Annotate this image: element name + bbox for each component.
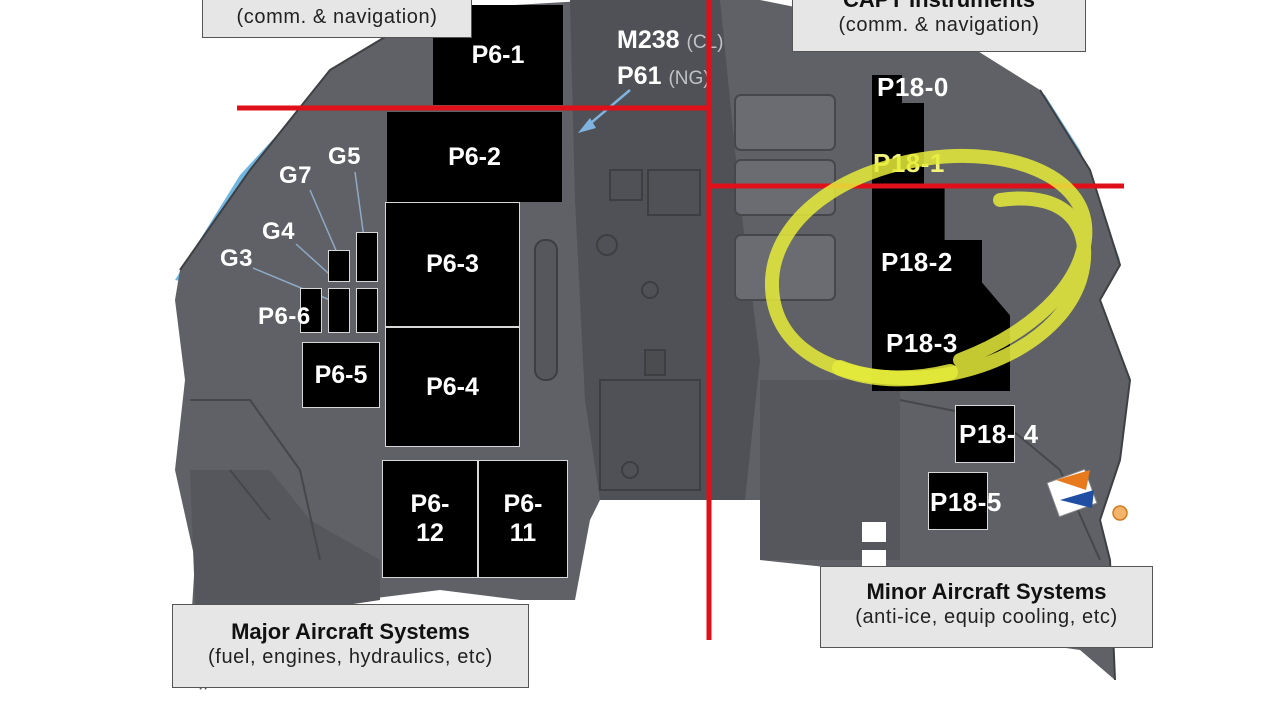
p6-6-label: P6-6	[258, 303, 311, 330]
instrument-display	[734, 234, 836, 301]
m238-text: M238	[617, 26, 680, 54]
p18-4-label: P18- 4	[959, 419, 1039, 449]
m238-note: (CL)	[686, 32, 724, 53]
panel-p6-4[interactable]: P6-4	[385, 327, 520, 447]
callout-major-title: Major Aircraft Systems	[231, 619, 470, 644]
pedestal-knob	[596, 234, 618, 256]
g4-label: G4	[262, 218, 296, 245]
step-light	[862, 522, 886, 542]
cockpit-outline	[179, 9, 1132, 681]
pedestal-knob	[621, 461, 639, 479]
g-breaker-box[interactable]	[328, 250, 350, 282]
panel-p6-4-label: P6-4	[426, 372, 479, 401]
step-light	[862, 550, 886, 568]
panel-p6-12[interactable]: P6- 12	[382, 460, 478, 578]
orange-indicator-icon	[1112, 505, 1128, 521]
instrument-display	[734, 94, 836, 151]
pedestal-detail	[644, 349, 666, 376]
p18-0-label: P18-0	[877, 72, 949, 102]
callout-major-systems: Major Aircraft Systems (fuel, engines, h…	[172, 604, 529, 688]
panel-p6-2-label: P6-2	[448, 142, 501, 171]
p18-2-label: P18-2	[881, 247, 953, 277]
panel-p18-0[interactable]	[872, 75, 902, 103]
panel-p6-12-label: P6- 12	[410, 490, 450, 547]
g-breaker-box[interactable]	[328, 288, 350, 333]
panel-p6-5-label: P6-5	[314, 360, 368, 389]
frame-line	[899, 399, 1101, 561]
panel-p6-11-label: P6- 11	[503, 490, 543, 547]
p61-text: P61	[617, 62, 662, 90]
panel-p6-3[interactable]: P6-3	[385, 202, 520, 327]
callout-major-sub: (fuel, engines, hydraulics, etc)	[208, 646, 493, 668]
pedestal-detail	[599, 379, 701, 491]
g-breaker-box[interactable]	[300, 288, 322, 333]
g5-label: G5	[328, 143, 362, 170]
p61-label: P61 (NG)	[617, 62, 710, 91]
callout-capt-instruments: CAPT Instruments (comm. & navigation)	[792, 0, 1086, 52]
p18-1-label: P18-1	[873, 148, 945, 178]
p61-note: (NG)	[668, 68, 710, 89]
g-breaker-box[interactable]	[356, 288, 378, 333]
g3-label: G3	[220, 245, 254, 272]
instrument-display	[734, 159, 836, 216]
callout-fo-instruments: (comm. & navigation)	[202, 0, 472, 38]
panel-p6-5[interactable]: P6-5	[302, 342, 380, 408]
pedestal-detail	[647, 169, 701, 216]
callout-fo-sub: (comm. & navigation)	[236, 6, 438, 28]
callout-minor-systems: Minor Aircraft Systems (anti-ice, equip …	[820, 566, 1153, 648]
p18-3-label: P18-3	[886, 328, 958, 358]
panel-p6-3-label: P6-3	[426, 250, 479, 279]
panel-p6-2[interactable]: P6-2	[387, 112, 562, 202]
panel-p18-5[interactable]	[928, 472, 988, 530]
center-pedestal	[570, 0, 760, 500]
pedestal-detail	[609, 169, 643, 201]
callout-capt-title: CAPT Instruments	[793, 0, 1085, 13]
right-lower-shade	[760, 380, 900, 560]
callout-capt-sub: (comm. & navigation)	[838, 14, 1040, 36]
frame-line	[190, 399, 321, 561]
pedestal-knob	[641, 281, 659, 299]
p18-5-label: P18-5	[930, 487, 1002, 517]
g-breaker-box[interactable]	[356, 232, 378, 282]
g7-label: G7	[279, 162, 313, 189]
placard-icon	[1046, 468, 1098, 518]
panel-p6-11[interactable]: P6- 11	[478, 460, 568, 578]
callout-minor-title: Minor Aircraft Systems	[866, 579, 1107, 604]
m238-label: M238 (CL)	[617, 26, 723, 55]
panel-p6-1-label: P6-1	[471, 40, 525, 69]
callout-minor-sub: (anti-ice, equip cooling, etc)	[855, 606, 1118, 628]
fire-extinguisher	[534, 239, 558, 381]
panel-p18-4[interactable]	[955, 405, 1015, 463]
pointer-arrow-head	[578, 118, 596, 133]
